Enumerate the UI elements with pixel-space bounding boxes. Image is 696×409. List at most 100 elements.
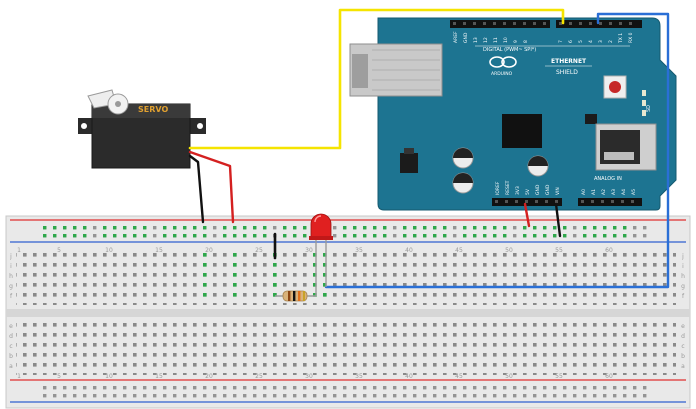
pin-label: 2 (608, 40, 614, 43)
analog-caption: ANALOG IN (594, 176, 622, 182)
row-letter: e (681, 323, 685, 330)
capacitor (452, 172, 474, 194)
row-letter: g (9, 283, 13, 290)
row-letter: b (9, 353, 13, 360)
servo-motor: SERVO (78, 89, 206, 169)
pin-label: 8 (523, 40, 529, 43)
pin-label: 12 (483, 37, 489, 43)
pin-label: A3 (611, 189, 617, 195)
row-letter: d (9, 333, 13, 340)
row-letter: e (9, 323, 13, 330)
col-number: 50 (505, 373, 513, 380)
row-letter: j (681, 253, 684, 260)
pin-label: A0 (581, 189, 587, 195)
col-number: 1 (17, 247, 21, 254)
capacitor (527, 155, 549, 177)
col-number: 15 (155, 247, 163, 254)
col-number: 30 (305, 247, 313, 254)
pin-label: 9 (513, 40, 519, 43)
pin-label: 3V3 (515, 186, 521, 195)
col-number: 35 (355, 373, 363, 380)
row-letter: i (10, 263, 12, 270)
pin-label: VIN (555, 187, 561, 195)
col-number: 55 (555, 247, 563, 254)
pin-label: RX 0 (628, 32, 634, 43)
pin-label: 5 (578, 40, 584, 43)
row-letter: b (681, 353, 685, 360)
pin-label: 3 (598, 40, 604, 43)
pin-label: 10 (503, 37, 509, 43)
col-number: 60 (605, 373, 613, 380)
row-letter: f (682, 293, 685, 300)
col-number: 50 (505, 247, 513, 254)
row-letter: a (9, 363, 13, 370)
regulator-chip (400, 153, 418, 173)
digital-header-left (450, 20, 550, 28)
center-channel (6, 309, 690, 317)
col-number: 25 (255, 247, 263, 254)
row-letters-top: j i h g f j i h g f (9, 253, 685, 300)
breadboard: 1 5 10 15 20 25 30 35 40 45 50 55 60 1 5… (5, 215, 691, 409)
col-number: 45 (455, 373, 463, 380)
w5100-chip (502, 114, 542, 148)
pin-label: 7 (558, 40, 564, 43)
row-letters-bottom: e d c b a e d c b a (9, 323, 685, 370)
col-number: 30 (305, 373, 313, 380)
shield-status-leds (642, 90, 646, 116)
pin-label: 13 (473, 37, 479, 43)
reset-button-cap (609, 81, 621, 93)
ethernet-jack-ridges (372, 49, 440, 91)
arduino-logo: ARDUINO (489, 56, 517, 77)
column-numbers-bottom: 1 5 10 15 20 25 30 35 40 45 50 55 60 (17, 373, 613, 380)
wire-servo-power (188, 150, 235, 224)
pin-label: RESET (505, 180, 511, 195)
red-led (309, 213, 333, 296)
pin-label: 11 (493, 37, 499, 43)
col-number: 55 (555, 373, 563, 380)
pin-label: 6 (568, 40, 574, 43)
col-number: 35 (355, 247, 363, 254)
logo-subtitle: SHIELD (556, 69, 578, 76)
row-letter: c (9, 343, 12, 350)
wire-led-data (324, 12, 670, 289)
header-pins-bottom (495, 200, 634, 203)
pin-label: A5 (631, 189, 637, 195)
row-letter: i (682, 263, 684, 270)
col-number: 1 (17, 373, 21, 380)
smd-chip (585, 114, 597, 124)
col-number: 40 (405, 373, 413, 380)
wire-servo-ground (188, 154, 205, 224)
col-number: 45 (455, 247, 463, 254)
col-number: 10 (105, 373, 113, 380)
pin-label: IOREF (495, 181, 501, 195)
logo-brand: ARDUINO (491, 71, 513, 77)
col-number: 60 (605, 247, 613, 254)
column-numbers-top: 1 5 10 15 20 25 30 35 40 45 50 55 60 (17, 247, 613, 254)
resistor (275, 290, 316, 302)
col-number: 20 (205, 247, 213, 254)
sd-label: SD (646, 105, 652, 112)
analog-header (578, 198, 642, 206)
capacitor (452, 147, 474, 169)
power-pin-labels: IOREF RESET 3V3 5V GND GND VIN (495, 180, 561, 195)
header-pins-top (453, 22, 632, 25)
pin-label: 5V (525, 188, 531, 195)
led-body (310, 213, 332, 239)
ethernet-jack-face (352, 54, 368, 88)
row-letter: a (681, 363, 685, 370)
row-letter: h (681, 273, 685, 280)
col-number: 10 (105, 247, 113, 254)
wires (188, 8, 670, 289)
row-letter: f (10, 293, 13, 300)
pin-label: GND (535, 184, 541, 195)
ethernet-shield: AREF GND 13 12 11 10 9 8 7 6 5 4 3 2 TX … (349, 17, 677, 211)
col-number: 15 (155, 373, 163, 380)
pin-label: GND (463, 32, 469, 43)
terminal-strip-bottom (16, 320, 676, 375)
terminal-strip-top (16, 250, 676, 305)
digital-pin-labels: AREF GND 13 12 11 10 9 8 7 6 5 4 3 2 TX … (453, 31, 634, 44)
connection-markers (273, 283, 317, 297)
pin-label: AREF (453, 31, 459, 43)
servo-label: SERVO (138, 105, 168, 114)
